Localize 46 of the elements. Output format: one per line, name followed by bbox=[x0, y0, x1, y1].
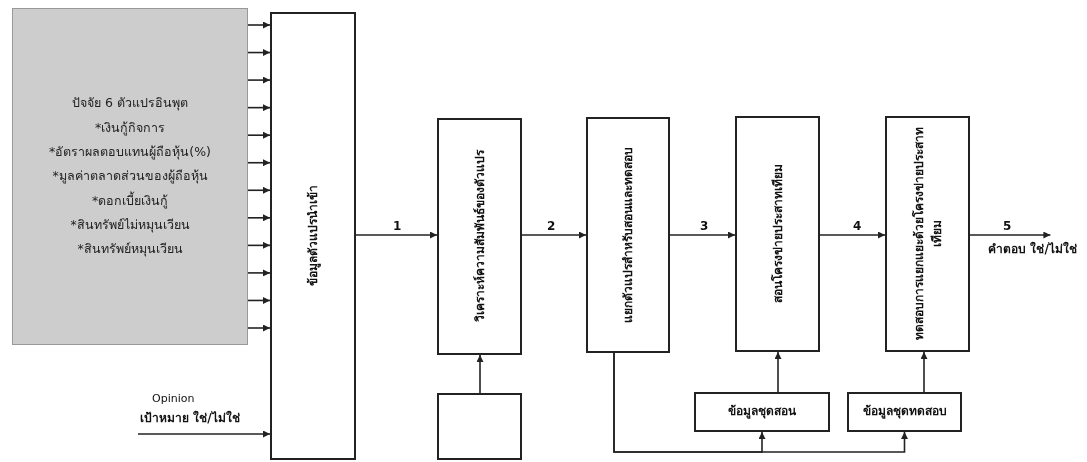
data-box: ข้อมูลชุดสอน bbox=[694, 392, 830, 432]
data-box: ข้อมูลชุดทดสอบ bbox=[847, 392, 962, 432]
arrow bbox=[247, 76, 271, 84]
process-box: สอนโครงข่ายประสาทเทียม bbox=[735, 116, 820, 352]
arrow bbox=[247, 104, 271, 112]
output-label: คำตอบ ใช่/ไม่ใช่ bbox=[980, 240, 1085, 260]
edge-label: 4 bbox=[853, 219, 862, 233]
edge-label: 5 bbox=[1003, 219, 1012, 233]
process-box: ข้อมูลตัวแปรนำเข้า bbox=[270, 12, 356, 460]
arrow bbox=[247, 131, 271, 139]
arrow bbox=[247, 159, 271, 167]
arrow bbox=[613, 352, 908, 453]
edge-label: 1 bbox=[393, 219, 402, 233]
edge-label: 3 bbox=[700, 219, 709, 233]
list-item: *ดอกเบี้ยเงินกู้ bbox=[91, 190, 169, 211]
process-box: แยกตัวแปรสำหรับสอนและทดสอบ bbox=[586, 117, 670, 353]
arrow bbox=[247, 49, 271, 57]
box-heading: ปัจจัย 6 ตัวแปรอินพุต bbox=[72, 94, 188, 113]
arrow bbox=[774, 351, 782, 393]
process-box: วิเคราะห์ความสัมพันธ์ของตัวแปร bbox=[437, 118, 522, 355]
arrow bbox=[247, 186, 271, 194]
list-item: *มูลค่าตลาดส่วนของผู้ถือหุ้น bbox=[52, 167, 208, 186]
arrow bbox=[521, 231, 587, 239]
arrow bbox=[819, 231, 886, 239]
software-box bbox=[437, 393, 522, 460]
arrow bbox=[920, 351, 928, 393]
process-box: ทดสอบการแยกแยะด้วยโครงข่ายประสาทเทียม bbox=[885, 116, 970, 352]
arrow bbox=[137, 430, 271, 438]
arrow bbox=[355, 231, 438, 239]
arrow bbox=[669, 231, 736, 239]
arrow bbox=[247, 241, 271, 249]
edge-label: 2 bbox=[547, 219, 556, 233]
arrow bbox=[247, 21, 271, 29]
list-item: *เงินกู้กิจการ bbox=[94, 118, 166, 138]
arrow bbox=[247, 296, 271, 304]
list-item: *สินทรัพย์ไม่หมุนเวียน bbox=[70, 216, 190, 235]
arrow bbox=[247, 269, 271, 277]
list-item: *สินทรัพย์หมุนเวียน bbox=[77, 240, 183, 259]
input-factors-box bbox=[12, 8, 248, 345]
arrow bbox=[969, 231, 1052, 239]
arrow bbox=[247, 324, 271, 332]
note-label: เป้าหมาย ใช่/ไม่ใช่ bbox=[140, 409, 240, 427]
arrow bbox=[476, 354, 484, 394]
arrow bbox=[247, 214, 271, 222]
note-label: Opinion bbox=[152, 392, 195, 405]
list-item: *อัตราผลตอบแทนผู้ถือหุ้น(%) bbox=[49, 142, 211, 162]
